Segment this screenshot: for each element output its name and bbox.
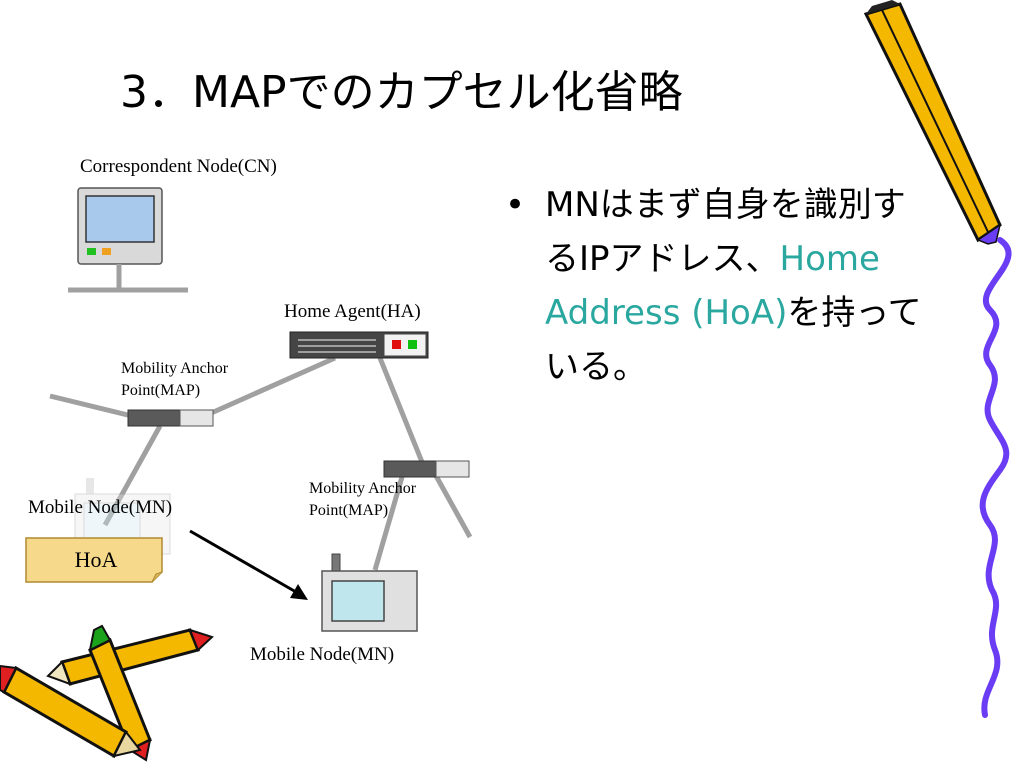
mn-new-device-icon bbox=[321, 553, 418, 632]
map2-label: Mobility Anchor Point(MAP) bbox=[309, 478, 416, 522]
map2-label-line2: Point(MAP) bbox=[309, 502, 389, 519]
hoa-tag-icon bbox=[25, 537, 163, 583]
bullet-highlight: Home Address (HoA) bbox=[545, 239, 880, 333]
map1-label: Mobility Anchor Point(MAP) bbox=[121, 358, 228, 402]
map2-label-line1: Mobility Anchor bbox=[309, 480, 417, 497]
slide-title: 3．MAPでのカプセル化省略 bbox=[120, 67, 683, 118]
pencil-bottom-left-icon bbox=[0, 624, 214, 762]
bullet-list: • MNはまず自身を識別するIPアドレス、Home Address (HoA)を… bbox=[505, 178, 935, 394]
bullet-marker: • bbox=[505, 185, 526, 225]
cn-computer-icon bbox=[68, 187, 188, 293]
hoa-label: HoA bbox=[74, 547, 118, 572]
map2-switch-icon bbox=[383, 460, 470, 478]
bullet-text: MNはまず自身を識別するIPアドレス、Home Address (HoA)を持っ… bbox=[545, 178, 935, 394]
cn-label: Correspondent Node(CN) bbox=[80, 156, 277, 177]
map1-label-line2: Point(MAP) bbox=[121, 382, 201, 399]
link-map1-mn bbox=[102, 424, 163, 527]
ha-label: Home Agent(HA) bbox=[284, 301, 421, 322]
bullet-text-part1: MNはまず自身を識別するIPアドレス、 bbox=[545, 185, 906, 279]
map1-switch-icon bbox=[127, 409, 214, 427]
mn-old-label: Mobile Node(MN) bbox=[28, 497, 173, 518]
ha-router-icon bbox=[289, 331, 429, 359]
pencil-top-right-icon bbox=[863, 0, 1002, 245]
link-map2-right bbox=[432, 472, 473, 539]
link-map2-mn bbox=[372, 476, 405, 571]
map1-label-line1: Mobility Anchor bbox=[121, 360, 229, 377]
link-ha-map2 bbox=[377, 357, 425, 463]
link-map1-left bbox=[49, 393, 141, 421]
squiggle-line-icon bbox=[979, 237, 1012, 718]
link-map1-ha bbox=[198, 355, 337, 421]
movement-arrow-icon bbox=[189, 529, 308, 600]
mn-new-label: Mobile Node(MN) bbox=[250, 644, 395, 665]
network-links bbox=[49, 355, 473, 571]
bullet-text-part2: を持っている。 bbox=[545, 293, 922, 387]
